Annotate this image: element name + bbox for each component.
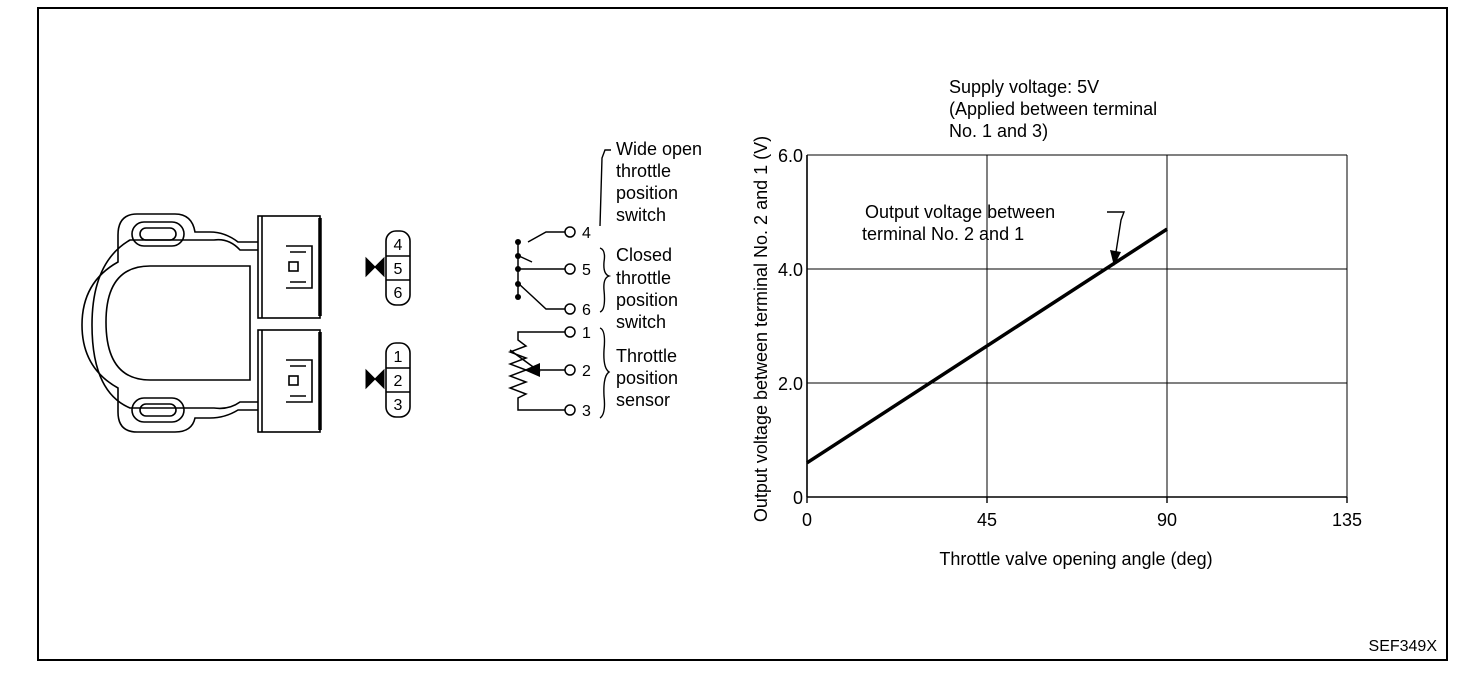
- terminal-label: 2: [582, 363, 591, 380]
- lock-marker-icon: [365, 256, 385, 278]
- x-axis-label: Throttle valve opening angle (deg): [939, 549, 1212, 569]
- x-tick-label: 45: [977, 510, 997, 530]
- schematic-dots: [515, 239, 540, 377]
- chart-grid: [807, 154, 1348, 497]
- y-tick-label: 4.0: [778, 260, 803, 280]
- terminal-circle: [564, 364, 576, 376]
- annotation-arrow-icon: [1110, 250, 1121, 266]
- sensor-body-drawing: [81, 213, 322, 433]
- chart-tick-labels: 0 45 90 135 0 2.0 4.0 6.0: [778, 146, 1362, 530]
- connector-upper: 4 5 6: [365, 230, 411, 306]
- x-tick-label: 135: [1332, 510, 1362, 530]
- pin-label: 6: [394, 285, 403, 302]
- terminal-label: 3: [582, 403, 591, 420]
- pin-label: 3: [394, 397, 403, 414]
- terminal-circle: [564, 226, 576, 238]
- chart-axes: [806, 155, 1348, 503]
- line-annotation: Output voltage between terminal No. 2 an…: [862, 202, 1060, 244]
- figure-frame: [37, 7, 1448, 661]
- voltage-chart: 0 45 90 135 0 2.0 4.0 6.0: [778, 146, 1362, 530]
- y-tick-label: 6.0: [778, 146, 803, 166]
- terminal-circle: [564, 263, 576, 275]
- terminal-label: 4: [582, 225, 591, 242]
- connector-lower: 1 2 3: [365, 342, 411, 418]
- closed-switch-label: Closed throttle position switch: [616, 245, 683, 332]
- chart-series: [806, 227, 1168, 465]
- wide-open-switch-label: Wide open throttle position switch: [616, 139, 707, 225]
- terminal-label: 6: [582, 302, 591, 319]
- x-tick-label: 90: [1157, 510, 1177, 530]
- pin-label: 2: [394, 373, 403, 390]
- y-axis-label: Output voltage between terminal No. 2 an…: [751, 136, 771, 522]
- wiper-arrow-icon: [524, 363, 540, 377]
- terminal-circle: [564, 303, 576, 315]
- lock-marker-icon: [365, 368, 385, 390]
- y-tick-label: 0: [793, 488, 803, 508]
- pin-label: 4: [394, 237, 403, 254]
- x-tick-label: 0: [802, 510, 812, 530]
- pin-label: 1: [394, 349, 403, 366]
- pin-label: 5: [394, 261, 403, 278]
- figure-code: SEF349X: [1369, 638, 1438, 655]
- sensor-label: Throttle position sensor: [616, 346, 683, 410]
- series-line: [806, 227, 1168, 465]
- y-tick-label: 2.0: [778, 374, 803, 394]
- terminal-circle: [564, 404, 576, 416]
- label-brackets: [599, 149, 612, 419]
- annotation-leader: [1107, 211, 1126, 253]
- supply-voltage-note: Supply voltage: 5V (Applied between term…: [949, 77, 1162, 141]
- terminal-label: 1: [582, 325, 591, 342]
- terminal-circle: [564, 326, 576, 338]
- terminal-label: 5: [582, 262, 591, 279]
